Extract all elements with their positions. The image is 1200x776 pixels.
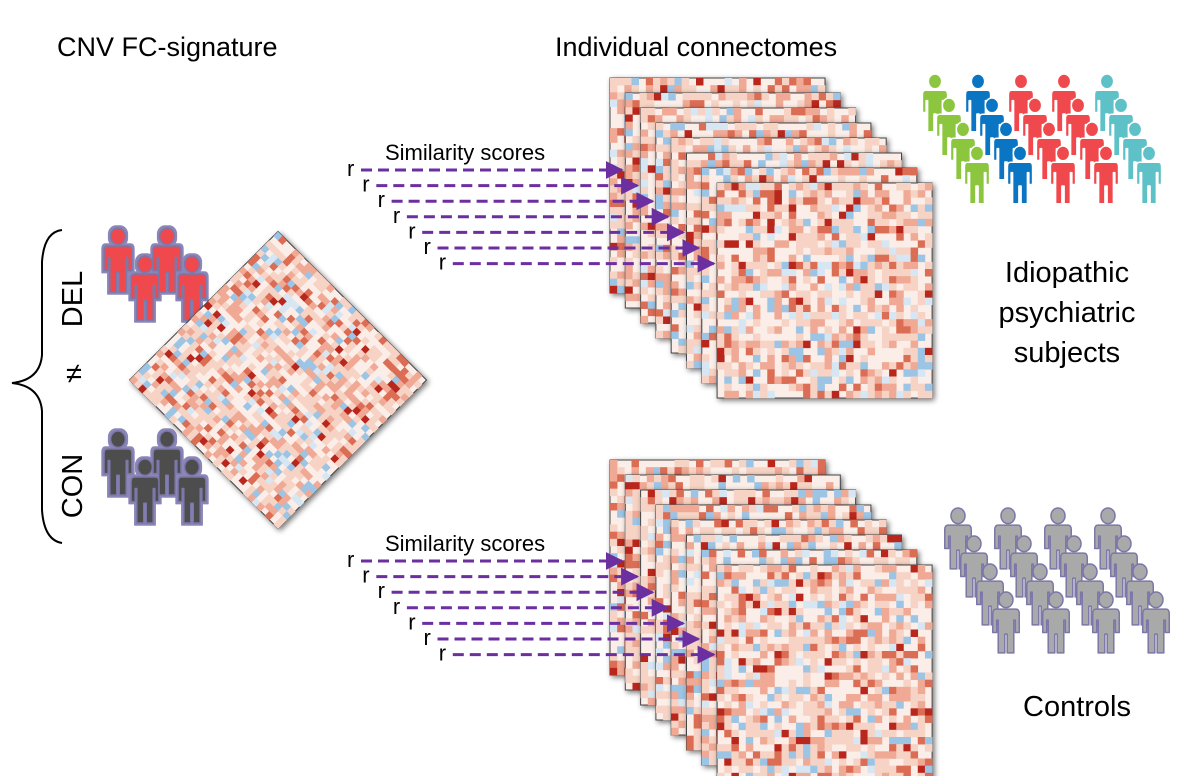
similarity-scores-top: Similarity scores xyxy=(385,140,545,165)
r-label: r xyxy=(424,625,431,650)
person-icon xyxy=(1141,591,1171,654)
r-label: r xyxy=(408,218,415,243)
con-label: CON xyxy=(57,454,89,518)
r-label: r xyxy=(347,156,354,181)
controls-label: Controls xyxy=(1023,691,1131,723)
r-label: r xyxy=(393,203,400,228)
r-label: r xyxy=(439,641,446,666)
idiopathic-crowd-icon xyxy=(921,73,1163,205)
r-label: r xyxy=(408,609,415,634)
signature-matrix-grid xyxy=(128,230,428,530)
r-label: r xyxy=(362,172,369,197)
person-icon xyxy=(1092,145,1120,205)
idiopathic-connectome-stack xyxy=(609,77,933,399)
r-label: r xyxy=(378,187,385,212)
person-icon xyxy=(177,255,207,321)
person-icon xyxy=(1041,591,1071,654)
con-person-group-icon xyxy=(103,430,207,524)
person-icon xyxy=(991,591,1021,654)
control-connectome-stack xyxy=(609,459,933,776)
r-label: r xyxy=(378,578,385,603)
person-icon xyxy=(130,458,160,524)
fc-signature-matrix xyxy=(128,230,428,530)
connectome-matrix-8 xyxy=(716,564,933,776)
controls-crowd-icon xyxy=(943,507,1171,654)
person-icon xyxy=(103,430,133,496)
person-icon xyxy=(1091,591,1121,654)
person-icon xyxy=(963,145,991,205)
connectomes-title: Individual connectomes xyxy=(555,32,837,62)
r-label: r xyxy=(347,547,354,572)
r-label: r xyxy=(362,563,369,588)
person-icon xyxy=(177,458,207,524)
person-icon xyxy=(1135,145,1163,205)
neq-symbol: ≠ xyxy=(66,358,82,390)
idiopathic-label-3: subjects xyxy=(1014,337,1120,369)
person-icon xyxy=(1049,145,1077,205)
r-label: r xyxy=(393,594,400,619)
idiopathic-label-2: psychiatric xyxy=(999,297,1136,329)
person-icon xyxy=(152,227,182,293)
del-person-group-icon xyxy=(103,227,207,321)
curly-brace-icon xyxy=(11,229,63,544)
person-icon xyxy=(103,227,133,293)
signature-title: CNV FC-signature xyxy=(57,32,278,62)
person-icon xyxy=(1006,145,1034,205)
r-label: r xyxy=(439,250,446,275)
r-label: r xyxy=(424,234,431,259)
person-icon xyxy=(130,255,160,321)
similarity-scores-bottom: Similarity scores xyxy=(385,531,545,556)
del-label: DEL xyxy=(57,271,89,327)
connectome-matrix-8 xyxy=(716,182,933,399)
idiopathic-label-1: Idiopathic xyxy=(1005,257,1129,289)
person-icon xyxy=(152,430,182,496)
